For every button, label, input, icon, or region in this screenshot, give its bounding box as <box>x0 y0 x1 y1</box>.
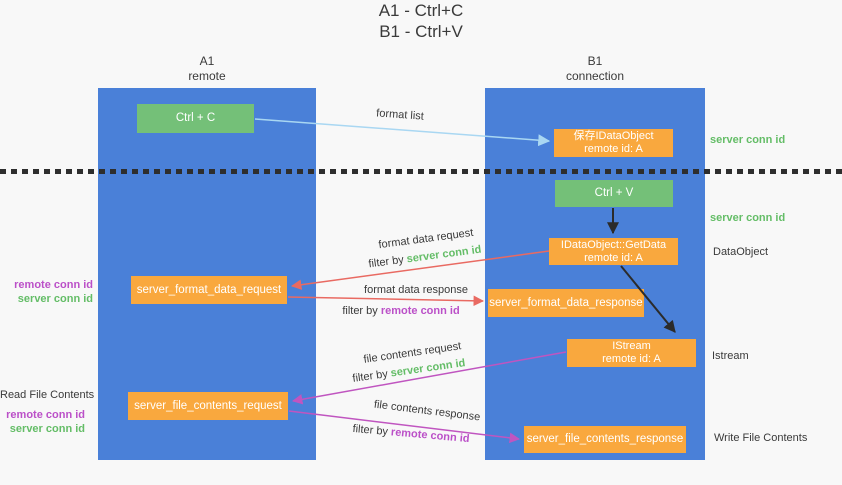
node-save-idataobject: 保存IDataObject remote id: A <box>554 129 673 157</box>
node-istream-line1: IStream <box>612 340 651 352</box>
right-istream-label: Istream <box>712 350 749 362</box>
remote-conn-id-text: remote conn id <box>390 426 471 446</box>
lane-header-right: B1 connection <box>485 54 705 84</box>
node-ctrl-v: Ctrl + V <box>555 180 673 207</box>
lane-right-role: connection <box>565 69 625 83</box>
diagram-title-line2: B1 - Ctrl+V <box>379 22 463 41</box>
node-save-idataobject-line1: 保存IDataObject <box>573 130 654 142</box>
node-idataobject-getdata-line2: remote id: A <box>584 251 643 264</box>
right-write-file-contents-label: Write File Contents <box>714 432 808 444</box>
node-istream-line2: remote id: A <box>602 353 661 365</box>
right-server-conn-id-top: server conn id <box>710 134 786 146</box>
edge-label-file-contents-response: file contents response <box>373 398 481 424</box>
diagram-title: A1 - Ctrl+C B1 - Ctrl+V <box>0 0 842 42</box>
node-save-idataobject-line2: remote id: A <box>584 143 643 155</box>
filter-by-text: filter by <box>352 422 392 439</box>
diagram-title-line1: A1 - Ctrl+C <box>378 1 464 20</box>
server-conn-id-label: server conn id <box>17 293 93 305</box>
node-ctrl-c-label: Ctrl + C <box>175 112 216 124</box>
node-server-file-contents-request-label: server_file_contents_request <box>134 399 282 412</box>
remote-conn-id-text: remote conn id <box>380 305 460 317</box>
edge-label-filter-by-remote-1: filter by remote conn id <box>338 305 464 318</box>
node-ctrl-c: Ctrl + C <box>137 104 254 133</box>
node-server-file-contents-response-label: server_file_contents_response <box>526 433 684 445</box>
node-server-format-data-request: server_format_data_request <box>131 276 287 304</box>
node-server-file-contents-response: server_file_contents_response <box>524 426 686 453</box>
node-server-format-data-request-label: server_format_data_request <box>136 283 282 296</box>
left-bottom-conn-ids: remote conn id server conn id <box>0 408 85 436</box>
lane-right-name: B1 <box>587 54 603 68</box>
copy-paste-separator-line <box>0 169 842 174</box>
edge-label-filter-by-remote-2: filter by remote conn id <box>348 423 475 447</box>
server-conn-id-label: server conn id <box>9 423 85 435</box>
right-server-conn-id-mid: server conn id <box>710 212 786 224</box>
filter-by-text: filter by <box>342 305 381 317</box>
node-server-format-data-response: server_format_data_response <box>488 289 644 317</box>
node-idataobject-getdata: IDataObject::GetData remote id: A <box>549 238 678 265</box>
lane-header-left: A1 remote <box>98 54 316 84</box>
node-idataobject-getdata-line1: IDataObject::GetData <box>560 238 667 251</box>
left-mid-conn-ids: remote conn id server conn id <box>0 278 93 306</box>
filter-by-text: filter by <box>367 253 408 271</box>
edge-label-format-list: format list <box>375 107 425 123</box>
filter-by-text: filter by <box>351 367 392 385</box>
remote-conn-id-label: remote conn id <box>6 409 85 421</box>
right-dataobject-label: DataObject <box>713 246 769 258</box>
node-server-file-contents-request: server_file_contents_request <box>128 392 288 420</box>
lane-left-role: remote <box>188 69 226 83</box>
read-file-contents-label: Read File Contents <box>0 389 95 401</box>
edge-label-format-data-response: format data response <box>364 284 468 296</box>
node-server-format-data-response-label: server_format_data_response <box>489 296 643 309</box>
arrow-format-data-response <box>287 295 485 307</box>
remote-conn-id-label: remote conn id <box>14 279 93 291</box>
node-ctrl-v-label: Ctrl + V <box>594 187 634 199</box>
node-istream: IStream remote id: A <box>567 339 696 367</box>
lane-left-name: A1 <box>199 54 215 68</box>
